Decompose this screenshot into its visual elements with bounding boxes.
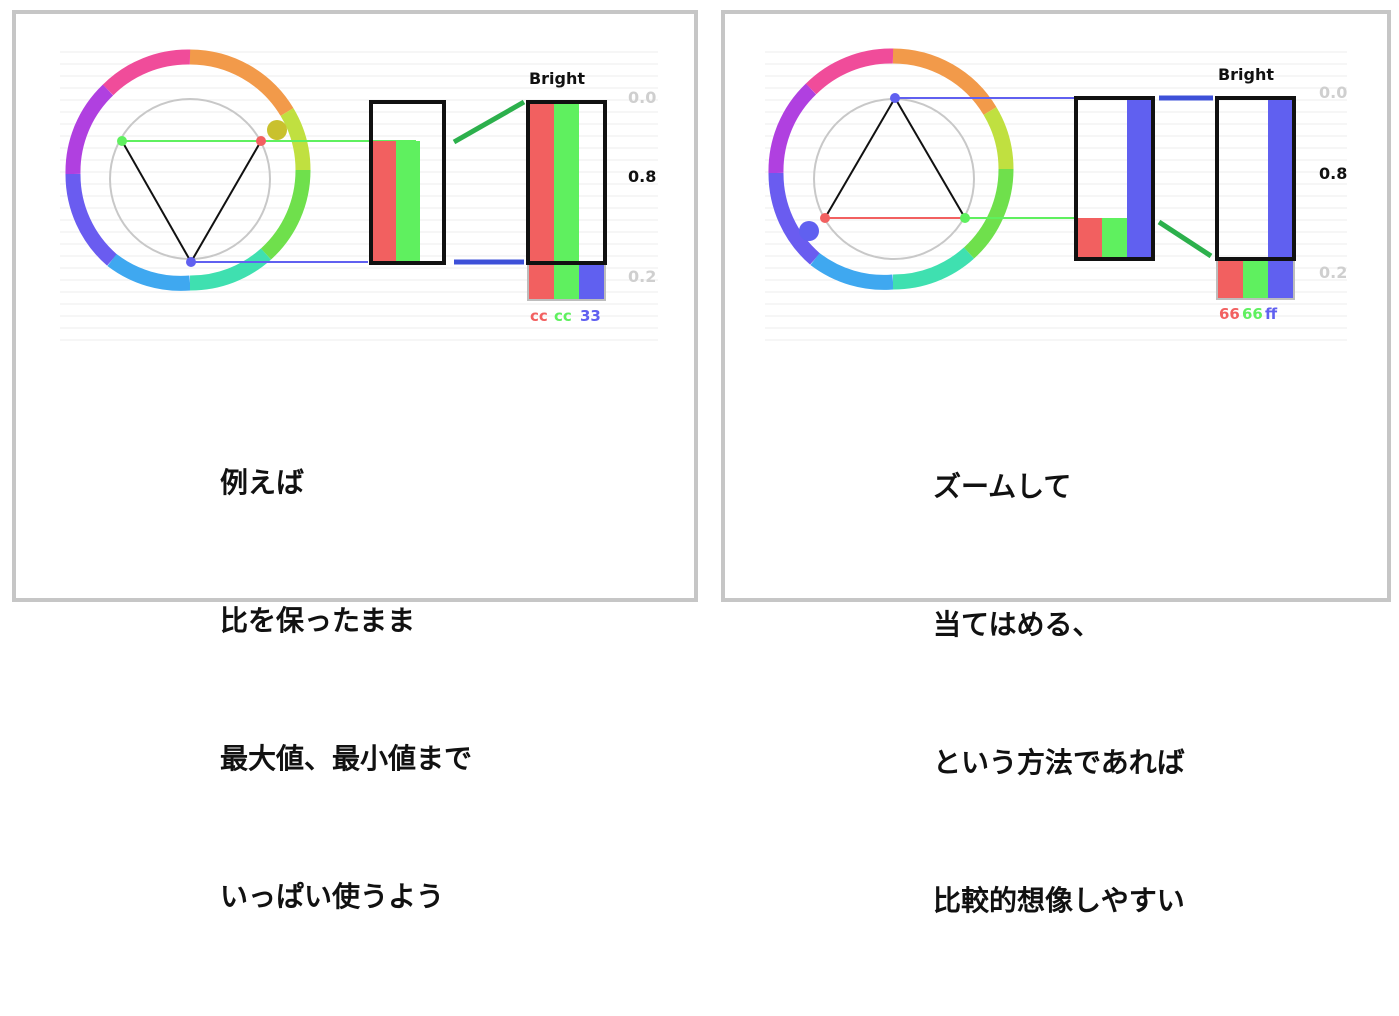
result-color-dot: [799, 221, 819, 241]
panel-left: Bright 0.0 0.8 0.2 cc cc 33 例えば 比を保ったまま …: [12, 10, 698, 913]
bar-green-original: [1102, 218, 1127, 258]
original-range-box: [369, 100, 446, 265]
caption-line: 比較的想像しやすい: [933, 884, 1185, 917]
red-vertex-dot: [820, 213, 830, 223]
hex-green: 66: [1242, 305, 1263, 323]
bar-blue-zoomed: [579, 262, 604, 299]
caption-line: 例えば: [220, 466, 305, 499]
bar-red-original: [372, 141, 396, 261]
caption-left: 例えば 比を保ったまま 最大値、最小値まで いっぱい使うよう: [220, 368, 472, 1012]
caption-line: という方法であれば: [933, 746, 1185, 779]
bar-red-zoomed: [529, 102, 554, 299]
bright-label: Bright: [1218, 65, 1274, 84]
inner-circle: [813, 98, 975, 260]
hex-blue: ff: [1265, 305, 1278, 323]
result-color-dot: [267, 120, 287, 140]
bar-green-zoomed: [554, 102, 579, 299]
hue-ring: [65, 49, 311, 291]
bright-label: Bright: [529, 69, 585, 88]
axis-label-mid: 0.8: [1319, 164, 1347, 183]
blue-vertex-dot: [890, 93, 900, 103]
hex-green: cc: [554, 307, 572, 325]
bar-green-original: [396, 141, 420, 261]
zoomed-range-box: [1215, 96, 1296, 261]
caption-line: いっぱい使うよう: [220, 880, 445, 913]
rgb-triangle: [824, 97, 966, 219]
original-range-box: [1074, 96, 1155, 261]
axis-label-bottom: 0.2: [628, 267, 656, 286]
diagram-right: Bright 0.0 0.8 0.2 66 66 ff: [765, 48, 1347, 341]
hex-blue: 33: [580, 307, 601, 325]
caption-right: ズームして 当てはめる、 という方法であれば 比較的想像しやすい: [933, 372, 1185, 1016]
red-vertex-dot: [256, 136, 266, 146]
bar-blue-zoomed: [1268, 98, 1293, 298]
rgb-triangle: [121, 140, 262, 263]
bar-red-original: [1077, 218, 1102, 258]
panel-right: Bright 0.0 0.8 0.2 66 66 ff ズームして 当てはめる、…: [721, 10, 1391, 917]
green-vertex-dot: [117, 136, 127, 146]
diagram-left: Bright 0.0 0.8 0.2 cc cc 33: [60, 49, 658, 341]
axis-label-top: 0.0: [1319, 83, 1347, 102]
hex-red: 66: [1219, 305, 1240, 323]
caption-line: 最大値、最小値まで: [220, 742, 473, 775]
bar-green-zoomed: [1243, 258, 1268, 298]
axis-label-bottom: 0.2: [1319, 263, 1347, 282]
guide-lines: [765, 51, 1347, 341]
inner-circle: [109, 98, 271, 260]
link-green-bottom: [1157, 219, 1213, 259]
bar-blue-original: [1127, 98, 1152, 258]
blue-vertex-dot: [186, 257, 196, 267]
bar-red-zoomed: [1218, 258, 1243, 298]
axis-label-top: 0.0: [628, 88, 656, 107]
hue-ring: [768, 48, 1014, 290]
caption-line: 比を保ったまま: [220, 604, 416, 637]
caption-line: 当てはめる、: [933, 608, 1101, 641]
green-vertex-dot: [960, 213, 970, 223]
caption-line: ズームして: [933, 470, 1072, 503]
link-green-top: [452, 99, 526, 145]
axis-label-mid: 0.8: [628, 167, 656, 186]
hex-red: cc: [530, 307, 548, 325]
zoomed-range-box: [526, 100, 607, 265]
